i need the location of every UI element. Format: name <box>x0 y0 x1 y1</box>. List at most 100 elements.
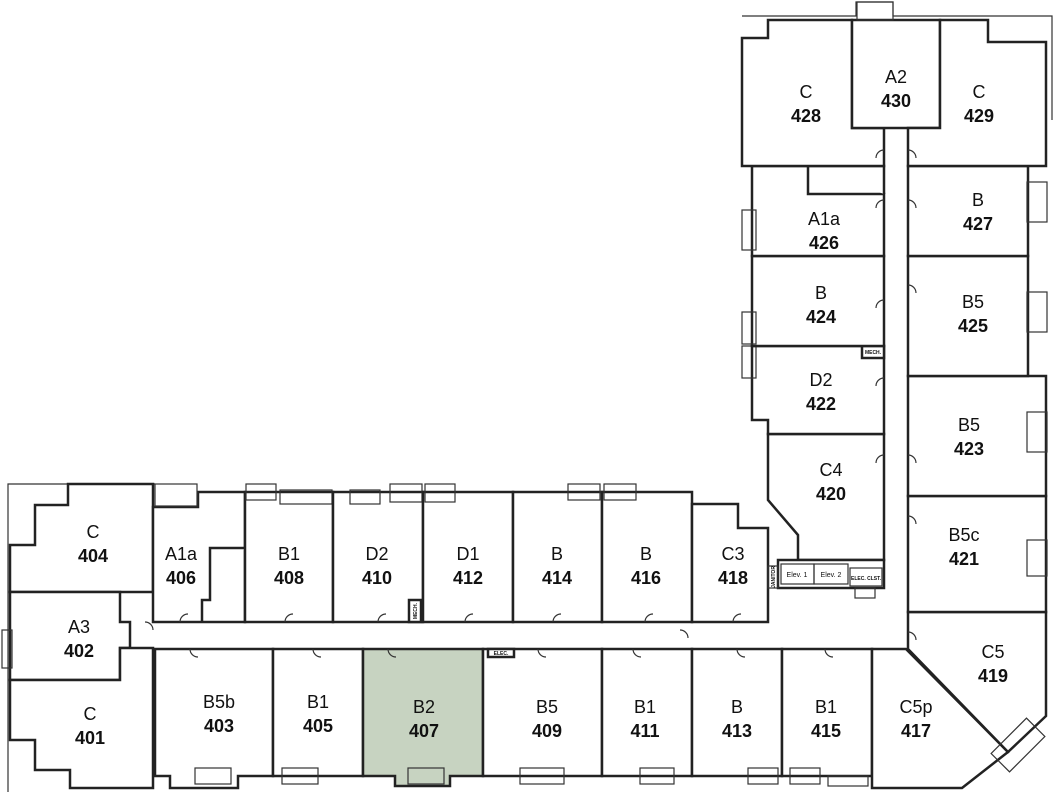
unit-type-label: A1a <box>165 544 198 564</box>
balcony-425 <box>1026 291 1048 333</box>
unit-number-label: 422 <box>806 394 836 414</box>
unit-number-label: 415 <box>811 721 841 741</box>
unit-number-label: 404 <box>78 546 108 566</box>
elec-closet-label: ELEC. CLST. <box>851 576 882 582</box>
unit-number-label: 419 <box>978 666 1008 686</box>
mech-small-label: MECH. <box>413 602 419 619</box>
unit-number-label: 428 <box>791 106 821 126</box>
elec-box <box>486 647 516 659</box>
unit-type-label: C <box>87 522 100 542</box>
unit-number-label: 424 <box>806 307 836 327</box>
unit-417[interactable] <box>870 647 1010 790</box>
unit-type-label: C3 <box>721 544 744 564</box>
unit-number-label: 417 <box>901 721 931 741</box>
balcony-423 <box>1026 411 1048 453</box>
mech-box <box>407 598 423 624</box>
balcony-413 <box>747 767 779 785</box>
unit-type-label: B <box>731 697 743 717</box>
unit-405[interactable] <box>271 647 365 778</box>
unit-type-label: B <box>640 544 652 564</box>
unit-number-label: 401 <box>75 728 105 748</box>
unit-type-label: B5b <box>203 692 235 712</box>
unit-type-label: B <box>815 283 827 303</box>
balcony-409 <box>519 767 565 785</box>
unit-number-label: 410 <box>362 568 392 588</box>
unit-type-label: A1a <box>808 209 841 229</box>
balcony-421 <box>1026 539 1048 577</box>
unit-type-label: C5 <box>981 642 1004 662</box>
unit-number-label: 429 <box>964 106 994 126</box>
unit-number-label: 421 <box>949 549 979 569</box>
unit-type-label: B5c <box>948 525 979 545</box>
unit-number-label: 407 <box>409 721 439 741</box>
unit-number-label: 408 <box>274 568 304 588</box>
unit-number-label: 416 <box>631 568 661 588</box>
balcony-415b <box>827 775 869 787</box>
unit-type-label: B <box>972 190 984 210</box>
unit-number-label: 418 <box>718 568 748 588</box>
unit-type-label: C <box>800 82 813 102</box>
balcony-412 <box>424 483 456 503</box>
unit-number-label: 414 <box>542 568 572 588</box>
unit-type-label: A2 <box>885 67 907 87</box>
unit-number-label: 406 <box>166 568 196 588</box>
unit-type-label: C <box>84 704 97 724</box>
unit-type-label: A3 <box>68 617 90 637</box>
unit-type-label: D2 <box>809 370 832 390</box>
corridor-vertical <box>884 140 908 650</box>
unit-number-label: 430 <box>881 91 911 111</box>
service-core <box>776 558 886 590</box>
unit-type-label: B5 <box>958 415 980 435</box>
elec-closet <box>849 567 883 587</box>
elev1-label: Elev. 1 <box>787 572 808 579</box>
unit-type-label: D1 <box>456 544 479 564</box>
unit-number-label: 411 <box>630 721 659 741</box>
balcony-403 <box>194 767 232 785</box>
unit-type-label: D2 <box>365 544 388 564</box>
unit-type-label: C4 <box>819 460 842 480</box>
unit-type-label: B5 <box>962 292 984 312</box>
balcony-410a <box>349 489 381 505</box>
unit-406-partition <box>200 546 245 622</box>
janitor-label: JANITOR <box>771 566 777 588</box>
corridor-horizontal <box>130 622 910 649</box>
elev2-label: Elev. 2 <box>821 572 842 579</box>
unit-407[interactable] <box>361 647 485 788</box>
unit-401[interactable] <box>8 646 155 790</box>
unit-type-label: B2 <box>413 697 435 717</box>
unit-423[interactable] <box>906 374 1048 498</box>
balcony-415a <box>789 767 821 785</box>
unit-426-closet <box>808 164 886 194</box>
balcony-405 <box>281 767 319 785</box>
unit-427[interactable] <box>906 164 1030 258</box>
balcony-408a <box>245 483 277 501</box>
balcony-419 <box>990 717 1046 773</box>
unit-418[interactable] <box>690 502 770 624</box>
balcony-426 <box>741 209 757 251</box>
unit-type-label: B1 <box>307 692 329 712</box>
unit-type-label: B1 <box>278 544 300 564</box>
unit-number-label: 405 <box>303 716 333 736</box>
unit-number-label: 402 <box>64 641 94 661</box>
unit-number-label: 427 <box>963 214 993 234</box>
balcony-414 <box>567 483 601 501</box>
elec-label: ELEC. <box>494 651 509 657</box>
exit-step <box>854 587 876 599</box>
unit-429[interactable] <box>906 18 1048 168</box>
unit-number-label: 420 <box>816 484 846 504</box>
unit-type-label: B5 <box>536 697 558 717</box>
balcony-427 <box>1026 181 1048 223</box>
balcony-407 <box>407 767 445 785</box>
unit-number-label: 423 <box>954 439 984 459</box>
unit-404[interactable] <box>8 482 155 594</box>
unit-number-label: 412 <box>453 568 483 588</box>
balcony-430 <box>856 1 894 21</box>
unit-type-label: B1 <box>815 697 837 717</box>
balcony-406 <box>154 483 198 507</box>
unit-number-label: 403 <box>204 716 234 736</box>
unit-number-label: 409 <box>532 721 562 741</box>
unit-number-label: 426 <box>809 233 839 253</box>
unit-type-label: B1 <box>634 697 656 717</box>
